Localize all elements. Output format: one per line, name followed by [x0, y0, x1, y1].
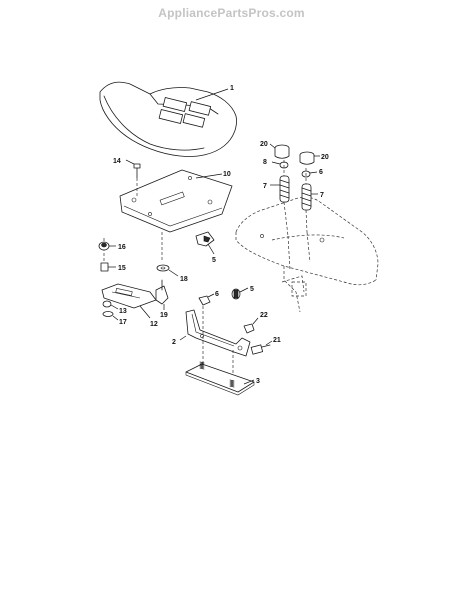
seat-part-1[interactable] [99, 81, 237, 157]
bolt-part-21[interactable] [250, 344, 271, 355]
nut-part-6-lower[interactable] [198, 295, 211, 306]
callout-2: 2 [172, 339, 176, 346]
callout-8: 8 [263, 159, 267, 166]
callout-21: 21 [273, 337, 281, 344]
leader-line [195, 173, 223, 179]
callout-19: 19 [160, 312, 168, 319]
bolt-part-14[interactable] [133, 163, 141, 179]
fender-frame [235, 196, 379, 313]
leader-line [195, 88, 229, 101]
lever-part-19[interactable] [155, 279, 169, 305]
knob-part-16[interactable] [98, 241, 110, 251]
callout-10: 10 [223, 171, 231, 178]
callout-6-lower: 6 [215, 291, 219, 298]
bumper-part-20-right[interactable] [299, 151, 315, 165]
callout-15: 15 [118, 265, 126, 272]
callout-7-left: 7 [263, 183, 267, 190]
callout-17: 17 [119, 319, 127, 326]
callout-18: 18 [180, 276, 188, 283]
spring-part-7-right[interactable] [301, 183, 312, 211]
leader-line [125, 159, 135, 165]
spring-part-7-left[interactable] [279, 175, 290, 203]
callout-7-right: 7 [320, 192, 324, 199]
callout-20-right: 20 [321, 154, 329, 161]
nut-part-22[interactable] [243, 323, 255, 334]
callout-20-left: 20 [260, 141, 268, 148]
clip-part-5-upper[interactable] [195, 231, 215, 247]
nut-part-13[interactable] [102, 300, 112, 308]
washer-part-17[interactable] [102, 311, 114, 317]
callout-12: 12 [150, 321, 158, 328]
callout-13: 13 [119, 308, 127, 315]
seat-pan-part-10[interactable] [119, 169, 233, 233]
spacer-part-15[interactable] [100, 262, 109, 272]
leader-line [207, 243, 215, 255]
spring-part-3-right[interactable] [229, 379, 235, 388]
callout-22: 22 [260, 312, 268, 319]
callout-5-upper: 5 [212, 257, 216, 264]
spring-part-3-left[interactable] [199, 361, 205, 370]
watermark: AppliancePartsPros.com [158, 6, 305, 20]
mounting-plate-part-3[interactable] [185, 363, 255, 396]
callout-1: 1 [230, 85, 234, 92]
seat-bracket-part-2[interactable] [185, 309, 251, 357]
washer-part-18[interactable] [156, 264, 170, 272]
clip-part-5-lower[interactable] [231, 288, 241, 300]
bumper-part-20-left[interactable] [274, 144, 290, 159]
callout-16: 16 [118, 244, 126, 251]
callout-14: 14 [113, 158, 121, 165]
callout-5-lower: 5 [250, 286, 254, 293]
callout-6-upper: 6 [319, 169, 323, 176]
callout-3: 3 [256, 378, 260, 385]
